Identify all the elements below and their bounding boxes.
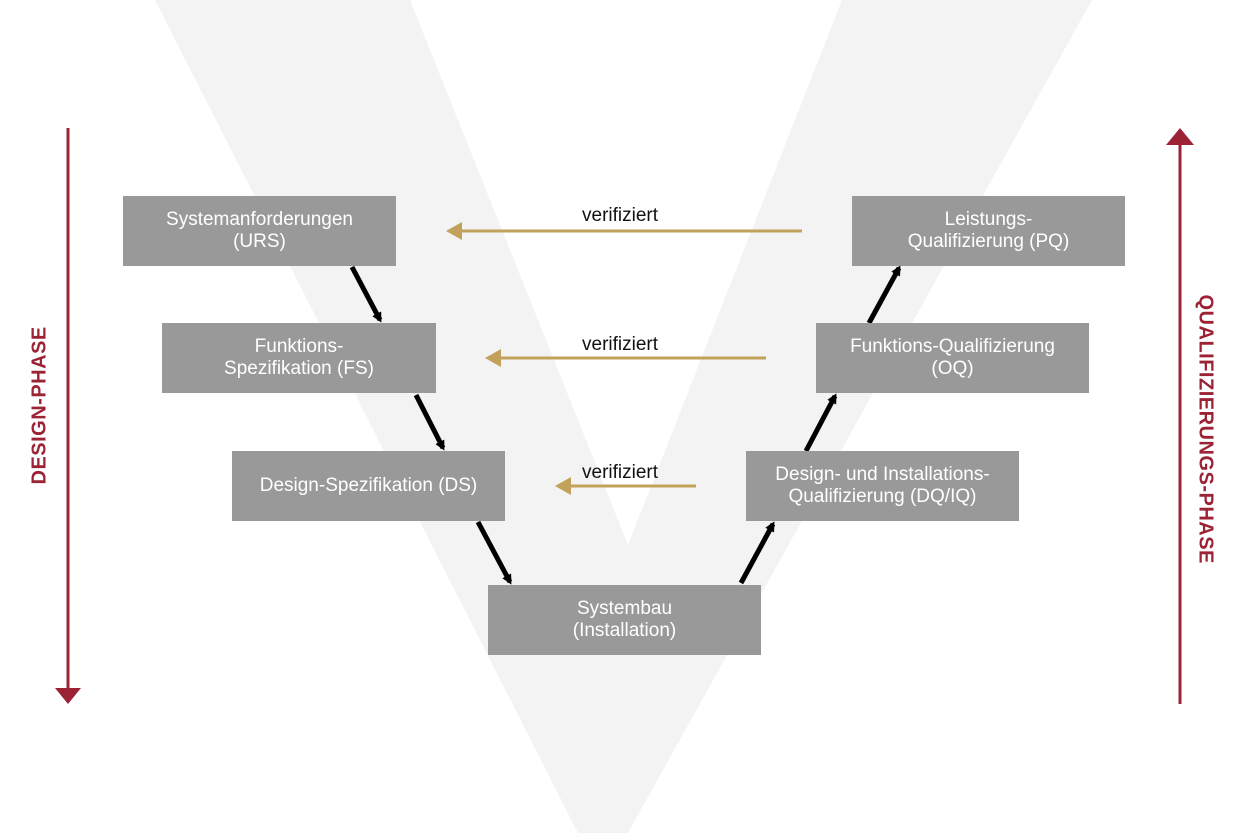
box-urs-line2: (URS) xyxy=(233,231,286,252)
qualification-phase-arrow xyxy=(1166,128,1194,704)
box-build-line1: Systembau xyxy=(576,598,673,619)
box-ds-line1: Design-Spezifikation (DS) xyxy=(259,475,478,496)
flow-arrow-dqiq-oq xyxy=(803,393,838,453)
flow-arrow-urs-fs xyxy=(349,265,383,323)
box-build: Systembau (Installation) xyxy=(488,585,761,655)
verify-label-fs: verifiziert xyxy=(582,334,659,355)
box-oq-line1: Funktions-Qualifizierung xyxy=(850,336,1055,357)
box-fs: Funktions- Spezifikation (FS) xyxy=(162,323,436,393)
flow-arrow-oq-pq xyxy=(866,265,902,325)
box-pq-line1: Leistungs- xyxy=(944,209,1033,230)
box-urs: Systemanforderungen (URS) xyxy=(123,196,396,266)
box-pq: Leistungs- Qualifizierung (PQ) xyxy=(852,196,1125,266)
box-fs-line1: Funktions- xyxy=(254,336,344,357)
qualification-phase-label: QUALIFIZIERUNGS-PHASE xyxy=(1194,294,1217,564)
flow-arrow-build-dqiq xyxy=(738,521,776,585)
flow-arrow-fs-ds xyxy=(413,393,446,451)
design-phase-label: DESIGN-PHASE xyxy=(28,326,51,485)
verify-arrow-dqiq-ds xyxy=(555,477,696,495)
box-fs-line2: Spezifikation (FS) xyxy=(224,358,374,379)
box-oq-line2: (OQ) xyxy=(931,358,974,379)
verify-label-urs: verifiziert xyxy=(582,205,659,226)
box-urs-line1: Systemanforderungen xyxy=(166,209,353,230)
box-build-line2: (Installation) xyxy=(572,620,677,641)
verify-arrow-oq-fs xyxy=(485,349,766,367)
design-phase-arrow xyxy=(55,128,81,704)
box-ds: Design-Spezifikation (DS) xyxy=(232,451,505,521)
verify-arrow-pq-urs xyxy=(446,222,802,240)
flow-arrow-ds-build xyxy=(475,520,513,585)
verify-label-ds: verifiziert xyxy=(582,462,659,483)
box-dqiq: Design- und Installations- Qualifizierun… xyxy=(746,451,1019,521)
box-dqiq-line2: Qualifizierung (DQ/IQ) xyxy=(788,486,977,507)
box-dqiq-line1: Design- und Installations- xyxy=(775,464,990,485)
box-pq-line2: Qualifizierung (PQ) xyxy=(907,231,1070,252)
box-oq: Funktions-Qualifizierung (OQ) xyxy=(816,323,1089,393)
